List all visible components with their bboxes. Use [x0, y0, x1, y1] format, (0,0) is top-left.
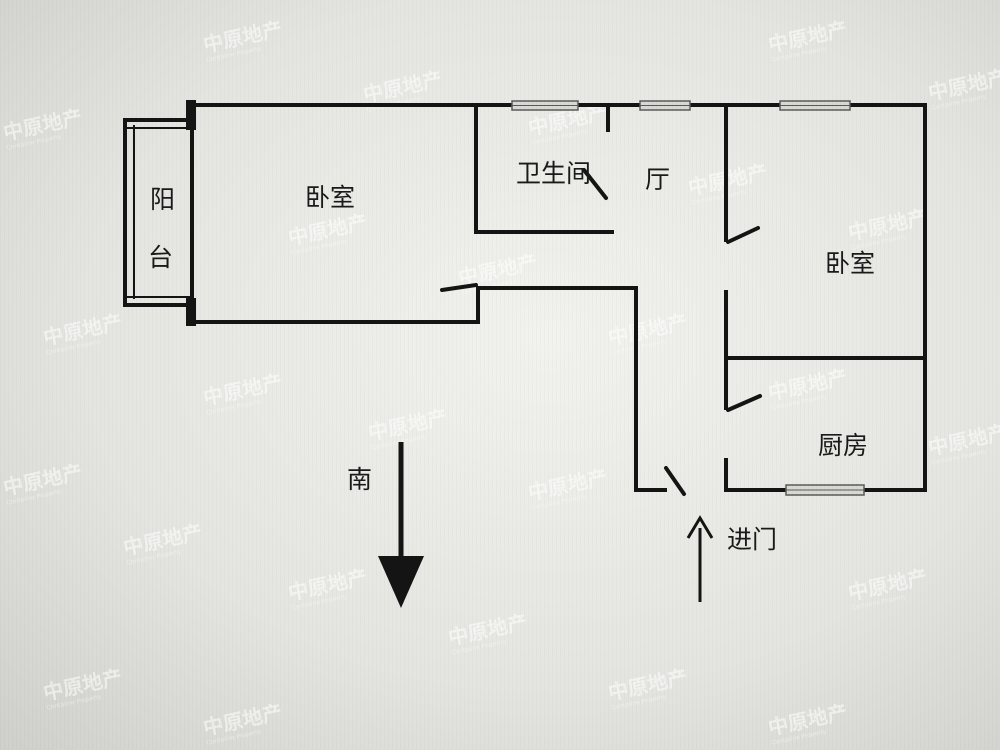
door-kitchen — [726, 394, 762, 412]
label-second-bedroom: 卧室 — [825, 249, 875, 278]
entrance-label: 进门 — [727, 525, 777, 554]
label-balcony-char-2: 台 — [148, 243, 173, 272]
windows — [511, 100, 865, 496]
entrance-marker: 进门 — [686, 515, 777, 602]
door-main-bedroom — [440, 283, 478, 292]
label-balcony-char-1: 阳 — [150, 185, 175, 214]
label-kitchen: 厨房 — [818, 431, 868, 460]
south-label: 南 — [347, 465, 372, 494]
label-living-room: 厅 — [645, 165, 670, 194]
door-bathroom — [582, 168, 608, 200]
entrance-arrow-icon — [686, 515, 714, 539]
window-kitchen — [785, 484, 865, 496]
south-compass: 南 — [347, 442, 424, 608]
label-bathroom: 卫生间 — [516, 159, 591, 188]
doors — [440, 168, 762, 496]
window-bathroom — [511, 100, 579, 111]
room-labels: 卧室 卫生间 厅 卧室 厨房 阳 台 — [148, 159, 875, 460]
door-second-bedroom — [726, 226, 760, 244]
window-second-bedroom — [779, 100, 851, 111]
south-arrow-icon — [378, 556, 424, 608]
door-entrance — [664, 466, 686, 496]
window-living — [639, 100, 691, 111]
label-main-bedroom: 卧室 — [305, 183, 355, 212]
